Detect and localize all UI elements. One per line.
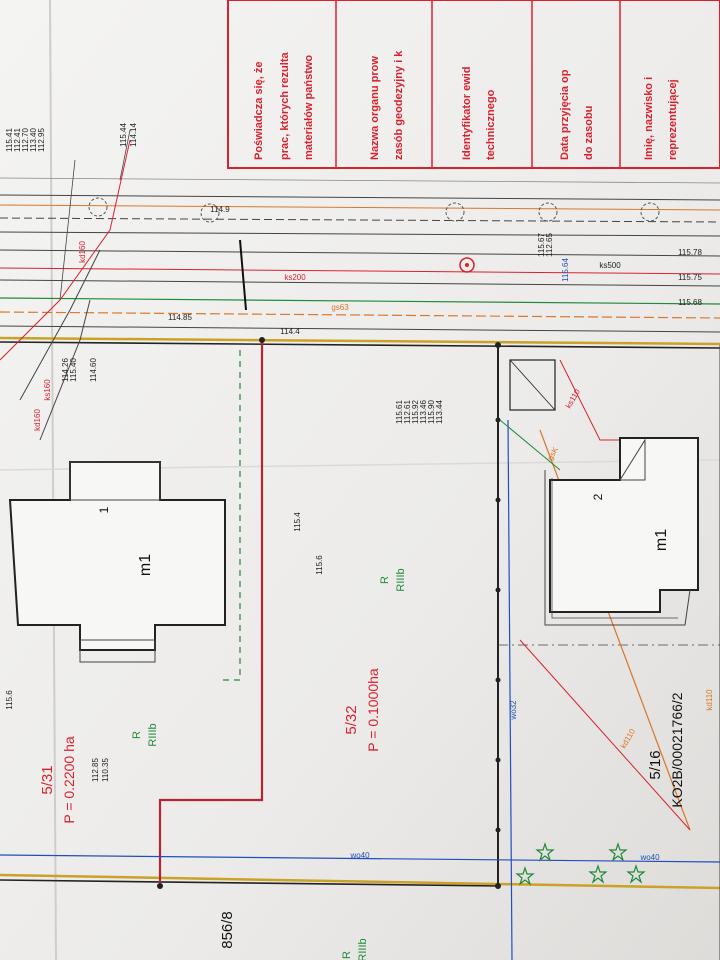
height-top-1: 115.44: [119, 123, 128, 147]
label-kd110-b: kd110: [705, 689, 714, 711]
parcel-856-class: RIIIb: [357, 938, 369, 960]
stamp-line-11: reprezentującej: [667, 79, 679, 160]
height-labels: 115.6 115.4 115.6 115.44 114.14 115.41 1…: [5, 123, 702, 782]
label-ks500: ks500: [599, 261, 621, 270]
tree-symbol-4: [608, 842, 628, 862]
building-left-use: m1: [137, 554, 154, 576]
label-wo40-b: wo40: [639, 853, 660, 862]
parcel-532-class: RIIIb: [395, 568, 407, 591]
height-right-3: 115.64: [561, 258, 570, 282]
building-right-use: m1: [653, 529, 670, 551]
parcel-856-id: 856/8: [219, 911, 236, 949]
stamp-line-2: prac, których rezulta: [279, 52, 291, 160]
label-wo32: wo32: [509, 700, 518, 721]
parcel-531-area: P = 0.2200 ha: [61, 736, 77, 824]
stamp-line-3: materiałów państwo: [303, 55, 315, 160]
height-bottom-2: 110.35: [101, 758, 110, 782]
height-small-2: 115.40: [69, 358, 78, 382]
tree-symbol-2: [515, 866, 535, 886]
street-symbols: [88, 197, 660, 223]
height-group-2: 112.61: [403, 400, 412, 424]
height-left-3: 112.70: [21, 128, 30, 152]
height-top-2: 114.14: [129, 123, 138, 147]
tree-symbol-5: [626, 864, 646, 884]
stamp-box: Poświadcza się, że prac, których rezulta…: [227, 0, 720, 169]
boundary-points: [157, 337, 501, 889]
stamp-line-4: Nazwa organu prow: [369, 56, 381, 160]
label-gs63: gs63: [331, 303, 349, 312]
height-misc-2: 114.85: [168, 313, 192, 322]
stamp-line-6: Identyfikator ewid: [461, 66, 473, 160]
stamp-line-8: Data przyjęcia op: [559, 69, 571, 160]
parcel-516-kw: KO2B/00021766/2: [669, 692, 685, 807]
height-group-1: 115.61: [395, 400, 404, 424]
parcel-532-id: 5/32: [343, 705, 360, 734]
parcel-531-id: 5/31: [39, 765, 56, 794]
height-left-4: 113.40: [29, 128, 38, 152]
building-right: m1 2: [544, 437, 699, 626]
height-misc-6: 115.68: [678, 298, 702, 307]
label-ks200: ks200: [284, 273, 306, 282]
small-structure: [509, 359, 556, 411]
stamp-line-9: do zasobu: [583, 106, 595, 160]
stamp-line-5: zasób geodezyjny i k: [393, 50, 405, 160]
parcel-516-id: 5/16: [647, 750, 664, 779]
stamp-line-7: technicznego: [485, 89, 497, 160]
parcel-531-use: R: [131, 731, 143, 739]
height-misc-5: 115.75: [678, 273, 702, 282]
height-left-1: 115.41: [5, 128, 14, 152]
label-kd160-b: kd160: [78, 241, 87, 263]
height-group-3: 115.92: [411, 400, 420, 424]
manhole-symbol: [459, 257, 475, 273]
height-2: 115.4: [293, 512, 302, 532]
stamp-line-10: Imię, nazwisko i: [643, 77, 655, 160]
height-group-5: 115.90: [427, 400, 436, 424]
building-right-storeys: 2: [591, 493, 605, 500]
height-group-4: 113.46: [419, 400, 428, 424]
stamp-line-1: Poświadcza się, że: [253, 62, 265, 160]
tree-symbols: [515, 842, 646, 886]
height-small-1: 114.26: [61, 358, 70, 382]
parcel-labels: 5/31 P = 0.2200 ha R RIIIb 5/32 P = 0.10…: [39, 568, 685, 960]
manhole-dot: [465, 263, 469, 267]
label-kd160-a: kd160: [33, 409, 42, 431]
height-left-5: 112.95: [37, 128, 46, 152]
height-misc-1: 114.9: [210, 205, 230, 214]
height-misc-4: 115.78: [678, 248, 702, 257]
label-ks160: ks160: [43, 379, 52, 401]
height-bottom-1: 112.85: [91, 758, 100, 782]
label-wo40-a: wo40: [349, 851, 370, 860]
height-3: 115.6: [315, 555, 324, 575]
paper-fold: [49, 0, 57, 960]
height-right-1: 115.67: [537, 233, 546, 257]
parcel-532-use: R: [379, 576, 391, 584]
building-left: m1 1: [8, 461, 226, 663]
parcel-532-area: P = 0.1000ha: [365, 668, 381, 752]
height-small-3: 114.60: [89, 358, 98, 382]
parcel-boundaries: [0, 340, 720, 960]
height-1: 115.6: [5, 690, 14, 710]
parcel-531-class: RIIIb: [147, 723, 159, 746]
height-misc-3: 114.4: [280, 327, 300, 336]
tree-symbol-1: [535, 842, 555, 862]
height-right-2: 112.65: [545, 233, 554, 257]
street-lines: [0, 177, 720, 349]
height-left-2: 112.41: [13, 128, 22, 152]
tree-symbol-3: [588, 864, 608, 884]
building-left-storeys: 1: [97, 506, 111, 513]
parcel-856-use: R: [341, 951, 353, 959]
left-utility-lines: [0, 129, 131, 441]
height-group-6: 113.44: [435, 400, 444, 424]
